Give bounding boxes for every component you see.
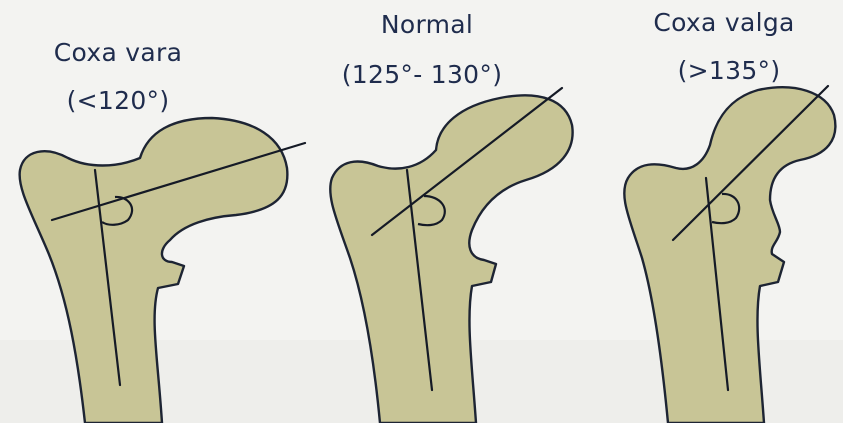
coxa-valga-angle: (>135°) <box>678 56 781 85</box>
coxa-vara-angle: (<120°) <box>67 86 170 115</box>
coxa-valga-title: Coxa valga <box>653 8 794 37</box>
normal-angle: (125°- 130°) <box>342 60 503 89</box>
coxa-vara-title: Coxa vara <box>54 38 182 67</box>
normal-title: Normal <box>381 10 473 39</box>
